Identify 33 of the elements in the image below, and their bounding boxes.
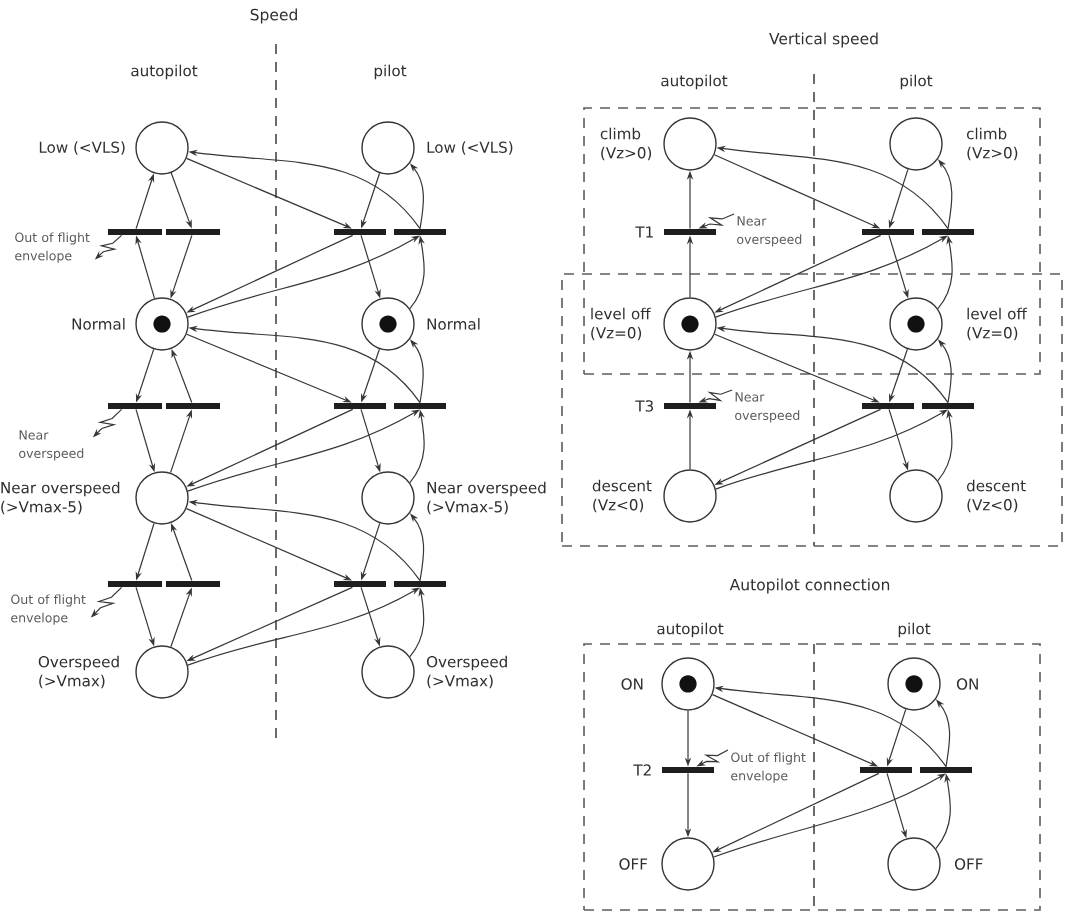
dashed-frame	[583, 643, 1041, 911]
transition-bar	[108, 228, 162, 235]
transition-bar	[334, 402, 386, 409]
arc-arrow	[713, 773, 946, 858]
transition-bar	[166, 402, 220, 409]
token-dot	[379, 315, 397, 333]
transition-bar	[334, 228, 386, 235]
transition-bar	[922, 228, 974, 235]
transition-bar	[922, 402, 974, 409]
dashed-frame	[561, 273, 1063, 547]
token-dot	[907, 315, 925, 333]
arc-arrow	[715, 409, 948, 490]
transition-bar	[108, 580, 162, 587]
arc-arrow	[187, 587, 420, 666]
transition-bar	[166, 228, 220, 235]
transition-bar	[860, 766, 912, 773]
transition-bar	[394, 228, 446, 235]
transition-bar	[108, 402, 162, 409]
token-dot	[153, 315, 171, 333]
token-dot	[681, 315, 699, 333]
transition-bar	[862, 228, 914, 235]
dashed-frame	[583, 107, 1041, 375]
transition-bar	[166, 580, 220, 587]
arc-arrow	[187, 409, 420, 492]
transition-bar	[920, 766, 972, 773]
transition-bar	[862, 402, 914, 409]
token-dot	[679, 675, 697, 693]
transition-bar	[394, 402, 446, 409]
transition-bar	[334, 580, 386, 587]
transition-bar	[394, 580, 446, 587]
arc-arrow	[715, 235, 948, 318]
token-dot	[905, 675, 923, 693]
arc-arrow	[187, 235, 420, 318]
